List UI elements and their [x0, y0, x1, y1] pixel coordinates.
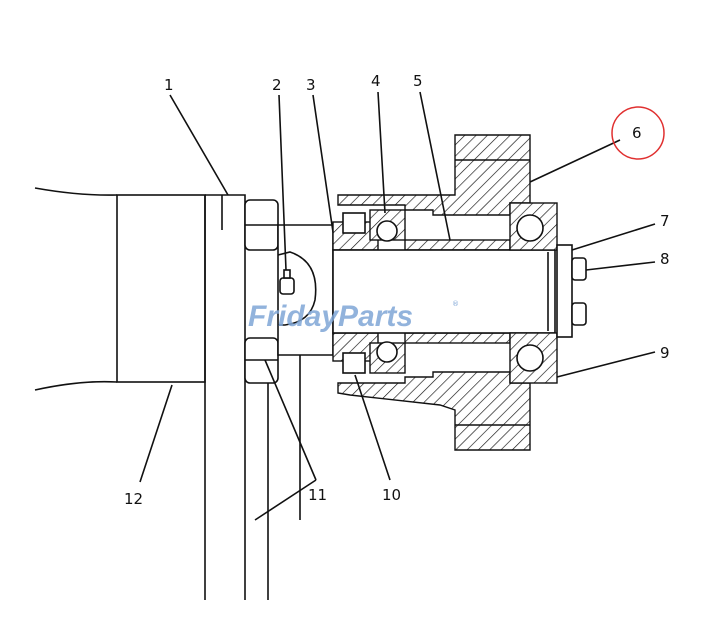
- callout-9[interactable]: 9: [660, 344, 670, 362]
- callout-11[interactable]: 11: [308, 486, 327, 504]
- hub-housing: [337, 134, 531, 451]
- bearing-large: [509, 202, 558, 384]
- mounting-plate: [204, 194, 246, 600]
- highlight-circle: [611, 106, 665, 160]
- bearing-small: [369, 209, 406, 374]
- callout-7[interactable]: 7: [660, 212, 670, 230]
- washer: [556, 244, 573, 338]
- callout-2[interactable]: 2: [272, 76, 282, 94]
- seal: [342, 212, 366, 374]
- nut: [571, 257, 587, 326]
- callout-3[interactable]: 3: [306, 76, 316, 94]
- callout-8[interactable]: 8: [660, 250, 670, 268]
- leader-lines: [139, 91, 656, 521]
- watermark-registered-mark: ®: [452, 300, 459, 308]
- bolt-lower: [244, 337, 279, 384]
- bracket: [267, 224, 334, 600]
- callout-4[interactable]: 4: [371, 72, 381, 90]
- callout-12[interactable]: 12: [124, 490, 143, 508]
- callout-1[interactable]: 1: [164, 76, 174, 94]
- bolt-upper: [244, 199, 279, 251]
- callout-5[interactable]: 5: [413, 72, 423, 90]
- grease-fitting: [279, 269, 295, 295]
- watermark-logo: FridayParts: [248, 300, 413, 333]
- callout-10[interactable]: 10: [382, 486, 401, 504]
- housing-body: [34, 187, 206, 391]
- callout-6[interactable]: 6: [632, 124, 642, 142]
